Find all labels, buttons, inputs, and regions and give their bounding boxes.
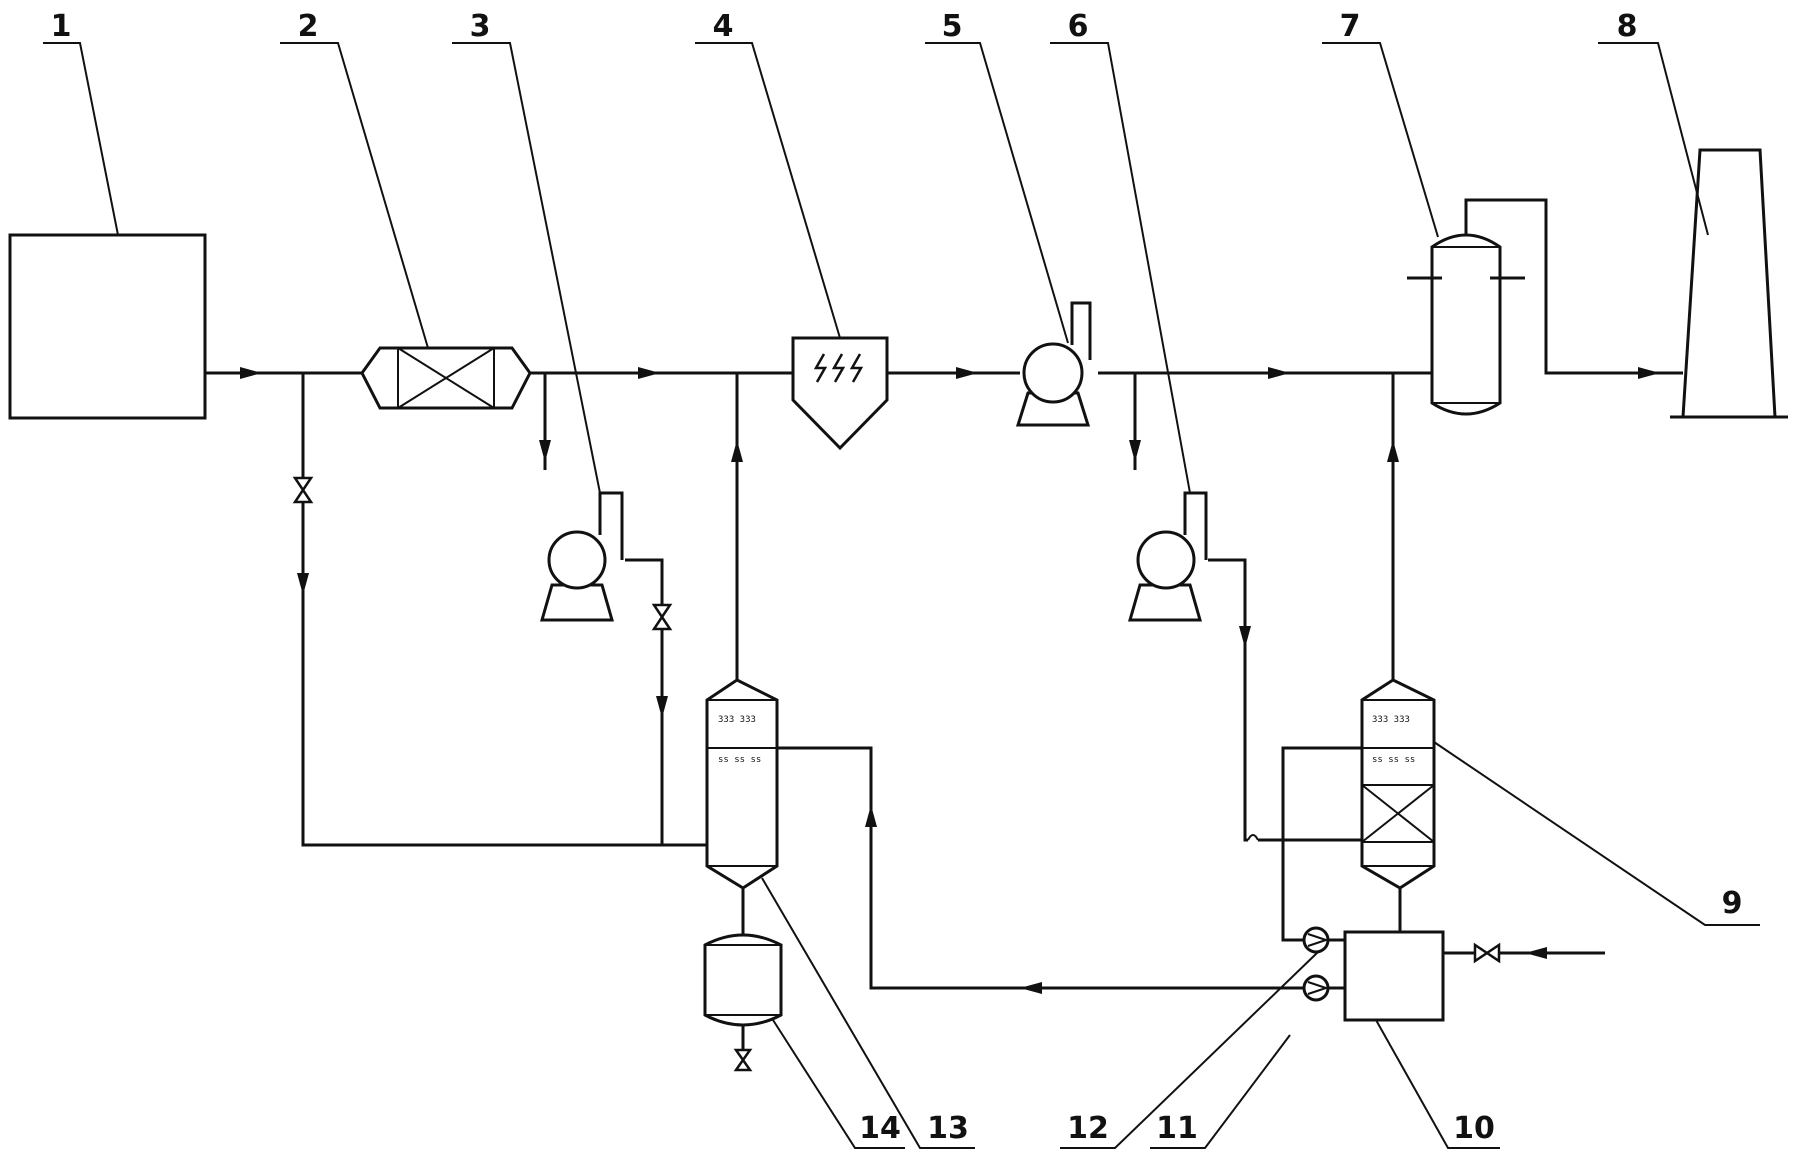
- gate-valve-icon: [651, 603, 673, 631]
- equipment-14-tank: [703, 933, 783, 1027]
- arrow-right-icon: [1638, 367, 1660, 379]
- label-9: 9: [1722, 886, 1743, 921]
- label-7: 7: [1340, 9, 1361, 44]
- arrow-down-icon: [297, 573, 309, 595]
- label-1: 1: [51, 9, 72, 44]
- equipment-11-pump-icon: [1302, 974, 1345, 1002]
- equipment-labels: 1 2 3 4 5 6 7 8 9 10 11 12 13 14: [51, 9, 1743, 1146]
- leader-lines: [43, 42, 1760, 1149]
- arrow-left-icon: [1020, 982, 1042, 994]
- equipment-9-tower: 333 333 ss ss ss: [1360, 678, 1436, 890]
- svg-text:333 333: 333 333: [1372, 715, 1410, 725]
- arrow-down-icon: [656, 696, 668, 718]
- equipment-7-vessel: [1407, 233, 1525, 416]
- equipment-13-tower: 333 333 ss ss ss: [705, 678, 779, 890]
- svg-text:ss ss ss: ss ss ss: [1372, 755, 1415, 765]
- label-3: 3: [470, 9, 491, 44]
- arrow-right-icon: [638, 367, 660, 379]
- equipment-5-fan-icon: [1015, 301, 1092, 427]
- arrow-up-icon: [865, 805, 877, 827]
- label-10: 10: [1453, 1111, 1495, 1146]
- arrow-down-icon: [1129, 440, 1141, 462]
- arrow-down-icon: [1239, 626, 1251, 648]
- label-13: 13: [927, 1111, 969, 1146]
- svg-text:ss ss ss: ss ss ss: [718, 755, 761, 765]
- label-11: 11: [1156, 1111, 1198, 1146]
- equipment-12-pump-icon: [1302, 926, 1345, 954]
- svg-text:333 333: 333 333: [718, 715, 756, 725]
- equipment-3-pump-icon: [540, 491, 624, 622]
- valves: [292, 476, 1501, 1072]
- gate-valve-icon: [292, 476, 314, 504]
- label-12: 12: [1067, 1111, 1109, 1146]
- equipment-8-chimney: [1670, 148, 1788, 419]
- flow-arrows: [240, 367, 1660, 994]
- label-4: 4: [713, 9, 734, 44]
- equipment-4-precipitator: [791, 336, 889, 451]
- label-5: 5: [942, 9, 963, 44]
- equipment-6-pump-icon: [1128, 491, 1208, 622]
- label-2: 2: [298, 9, 319, 44]
- arrow-up-icon: [1387, 440, 1399, 462]
- gate-valve-icon: [733, 1048, 753, 1072]
- label-6: 6: [1068, 9, 1089, 44]
- pipes: [205, 198, 1683, 1055]
- label-14: 14: [859, 1111, 901, 1146]
- arrow-left-icon: [1525, 947, 1547, 959]
- label-8: 8: [1617, 9, 1638, 44]
- arrow-right-icon: [240, 367, 262, 379]
- arrow-right-icon: [1268, 367, 1290, 379]
- equipment-1-source-box: [8, 233, 207, 420]
- equipment-10-tank: [1343, 930, 1445, 1022]
- gate-valve-icon: [1473, 942, 1501, 964]
- equipment-2-exchanger: [360, 346, 532, 410]
- arrow-right-icon: [956, 367, 978, 379]
- arrow-down-icon: [539, 440, 551, 462]
- arrow-up-icon: [731, 440, 743, 462]
